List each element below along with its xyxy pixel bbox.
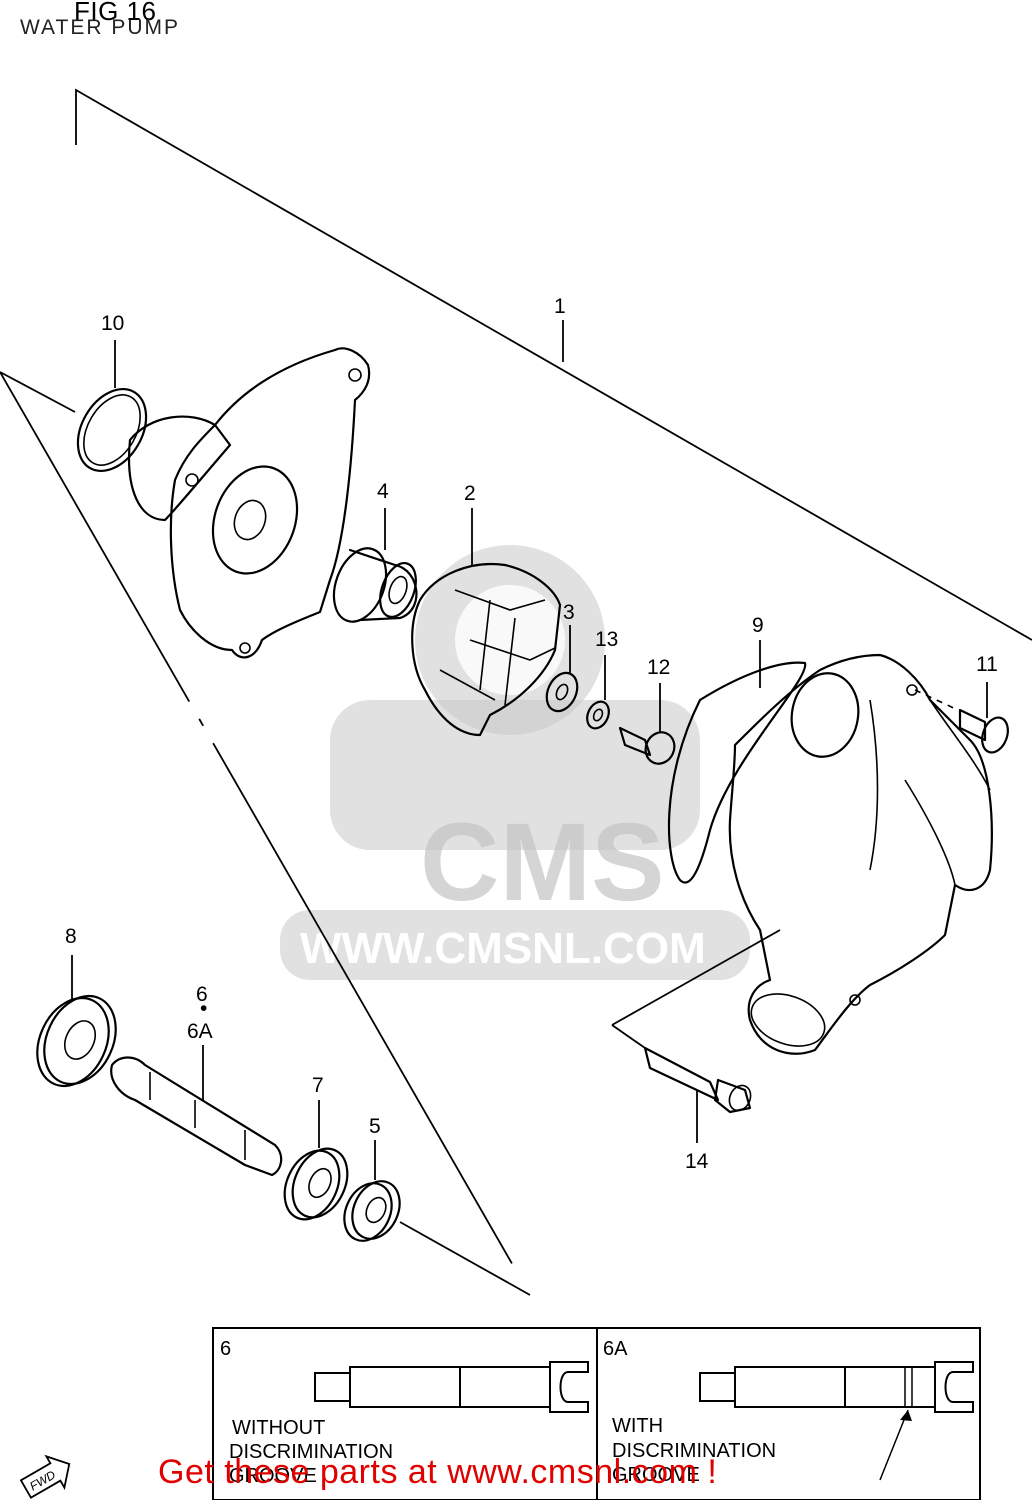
promo-link[interactable]: Get these parts at www.cmsnl.com ! bbox=[158, 1453, 718, 1491]
watermark-url: WWW.CMSNL.COM bbox=[300, 924, 706, 973]
bolt-14-bracket bbox=[611, 929, 781, 1026]
callout-5: 5 bbox=[369, 1115, 381, 1138]
callout-9: 9 bbox=[752, 614, 764, 637]
pump-body bbox=[128, 347, 371, 659]
part-10-o-ring bbox=[76, 387, 148, 473]
fwd-arrow-icon bbox=[19, 1454, 71, 1499]
callout-8: 8 bbox=[65, 925, 77, 948]
pump-cover bbox=[728, 653, 993, 1055]
watermark-url-band bbox=[280, 910, 750, 980]
shaft-6a-drawing bbox=[699, 1361, 974, 1481]
inset-variant-6-caption-1: WITHOUT bbox=[232, 1417, 325, 1439]
assembly-bracket-left bbox=[0, 371, 76, 413]
shaft-6-drawing bbox=[314, 1361, 589, 1413]
callout-6a: 6A bbox=[187, 1020, 213, 1043]
callout-4: 4 bbox=[377, 480, 389, 503]
groove-pointer bbox=[879, 1409, 909, 1481]
callout-13: 13 bbox=[595, 628, 618, 651]
callout-leaders bbox=[71, 320, 988, 1180]
assembly-bracket-diagonal bbox=[0, 371, 531, 1296]
part-4-mechanical-seal bbox=[332, 547, 418, 623]
inset-variant-6a: 6A WITH DISCRIMINATION GROOVE bbox=[603, 1338, 974, 1486]
watermark-logo: CMS WWW.CMSNL.COM bbox=[280, 545, 750, 980]
inset-variant-6-caption-2: DISCRIMINATION bbox=[229, 1441, 393, 1463]
inset-variant-6a-caption-1: WITH bbox=[612, 1415, 663, 1437]
watermark-brand: CMS bbox=[420, 801, 664, 924]
callout-1: 1 bbox=[554, 295, 566, 318]
assembly-bracket-top bbox=[75, 88, 1032, 641]
watermark-badge-shape bbox=[330, 700, 700, 850]
callout-11: 11 bbox=[976, 653, 998, 676]
assembly-bracket-bottom bbox=[399, 1221, 531, 1296]
part-13-small-washer bbox=[586, 700, 610, 730]
inset-variant-6a-id: 6A bbox=[603, 1338, 628, 1360]
part-7-bearing bbox=[283, 1147, 349, 1221]
shaft-variant-inset: 6 WITHOUT DISCRIMINATION GROOVE 6A bbox=[212, 1327, 981, 1500]
callout-14: 14 bbox=[685, 1150, 709, 1173]
part-12-impeller-bolt bbox=[618, 726, 676, 765]
part-9-gasket bbox=[667, 661, 807, 884]
callout-7: 7 bbox=[312, 1074, 324, 1097]
callout-labels: 1 2 3 4 5 6 • 6A 7 8 9 10 11 12 13 14 bbox=[65, 295, 998, 1173]
part-8-bearing bbox=[36, 994, 117, 1088]
part-3-washer bbox=[545, 671, 579, 713]
assembly-bracket bbox=[0, 88, 1032, 1296]
figure-subtitle: WATER PUMP bbox=[20, 16, 180, 39]
part-5-oil-seal bbox=[343, 1180, 401, 1242]
part-2-impeller bbox=[411, 563, 562, 737]
inset-variant-6-caption-3: GROOVE bbox=[229, 1465, 317, 1487]
callout-10: 10 bbox=[101, 312, 124, 335]
fwd-arrow-badge: FWD bbox=[19, 1454, 71, 1499]
inset-variant-6a-caption-3: GROOVE bbox=[612, 1464, 700, 1486]
callout-2: 2 bbox=[464, 482, 476, 505]
part-14-cover-bolt bbox=[643, 1046, 752, 1114]
inset-variant-6: 6 WITHOUT DISCRIMINATION GROOVE bbox=[220, 1338, 589, 1487]
part-11-screw bbox=[914, 689, 1009, 754]
figure-title: FIG 16 bbox=[74, 0, 157, 26]
inset-variant-6a-caption-2: DISCRIMINATION bbox=[612, 1440, 776, 1462]
callout-6-separator: • bbox=[200, 997, 207, 1020]
inset-variant-6-id: 6 bbox=[220, 1338, 231, 1360]
callout-6: 6 bbox=[196, 983, 208, 1006]
callout-12: 12 bbox=[647, 656, 670, 679]
part-6-shaft bbox=[110, 1056, 283, 1177]
callout-3: 3 bbox=[563, 601, 575, 624]
